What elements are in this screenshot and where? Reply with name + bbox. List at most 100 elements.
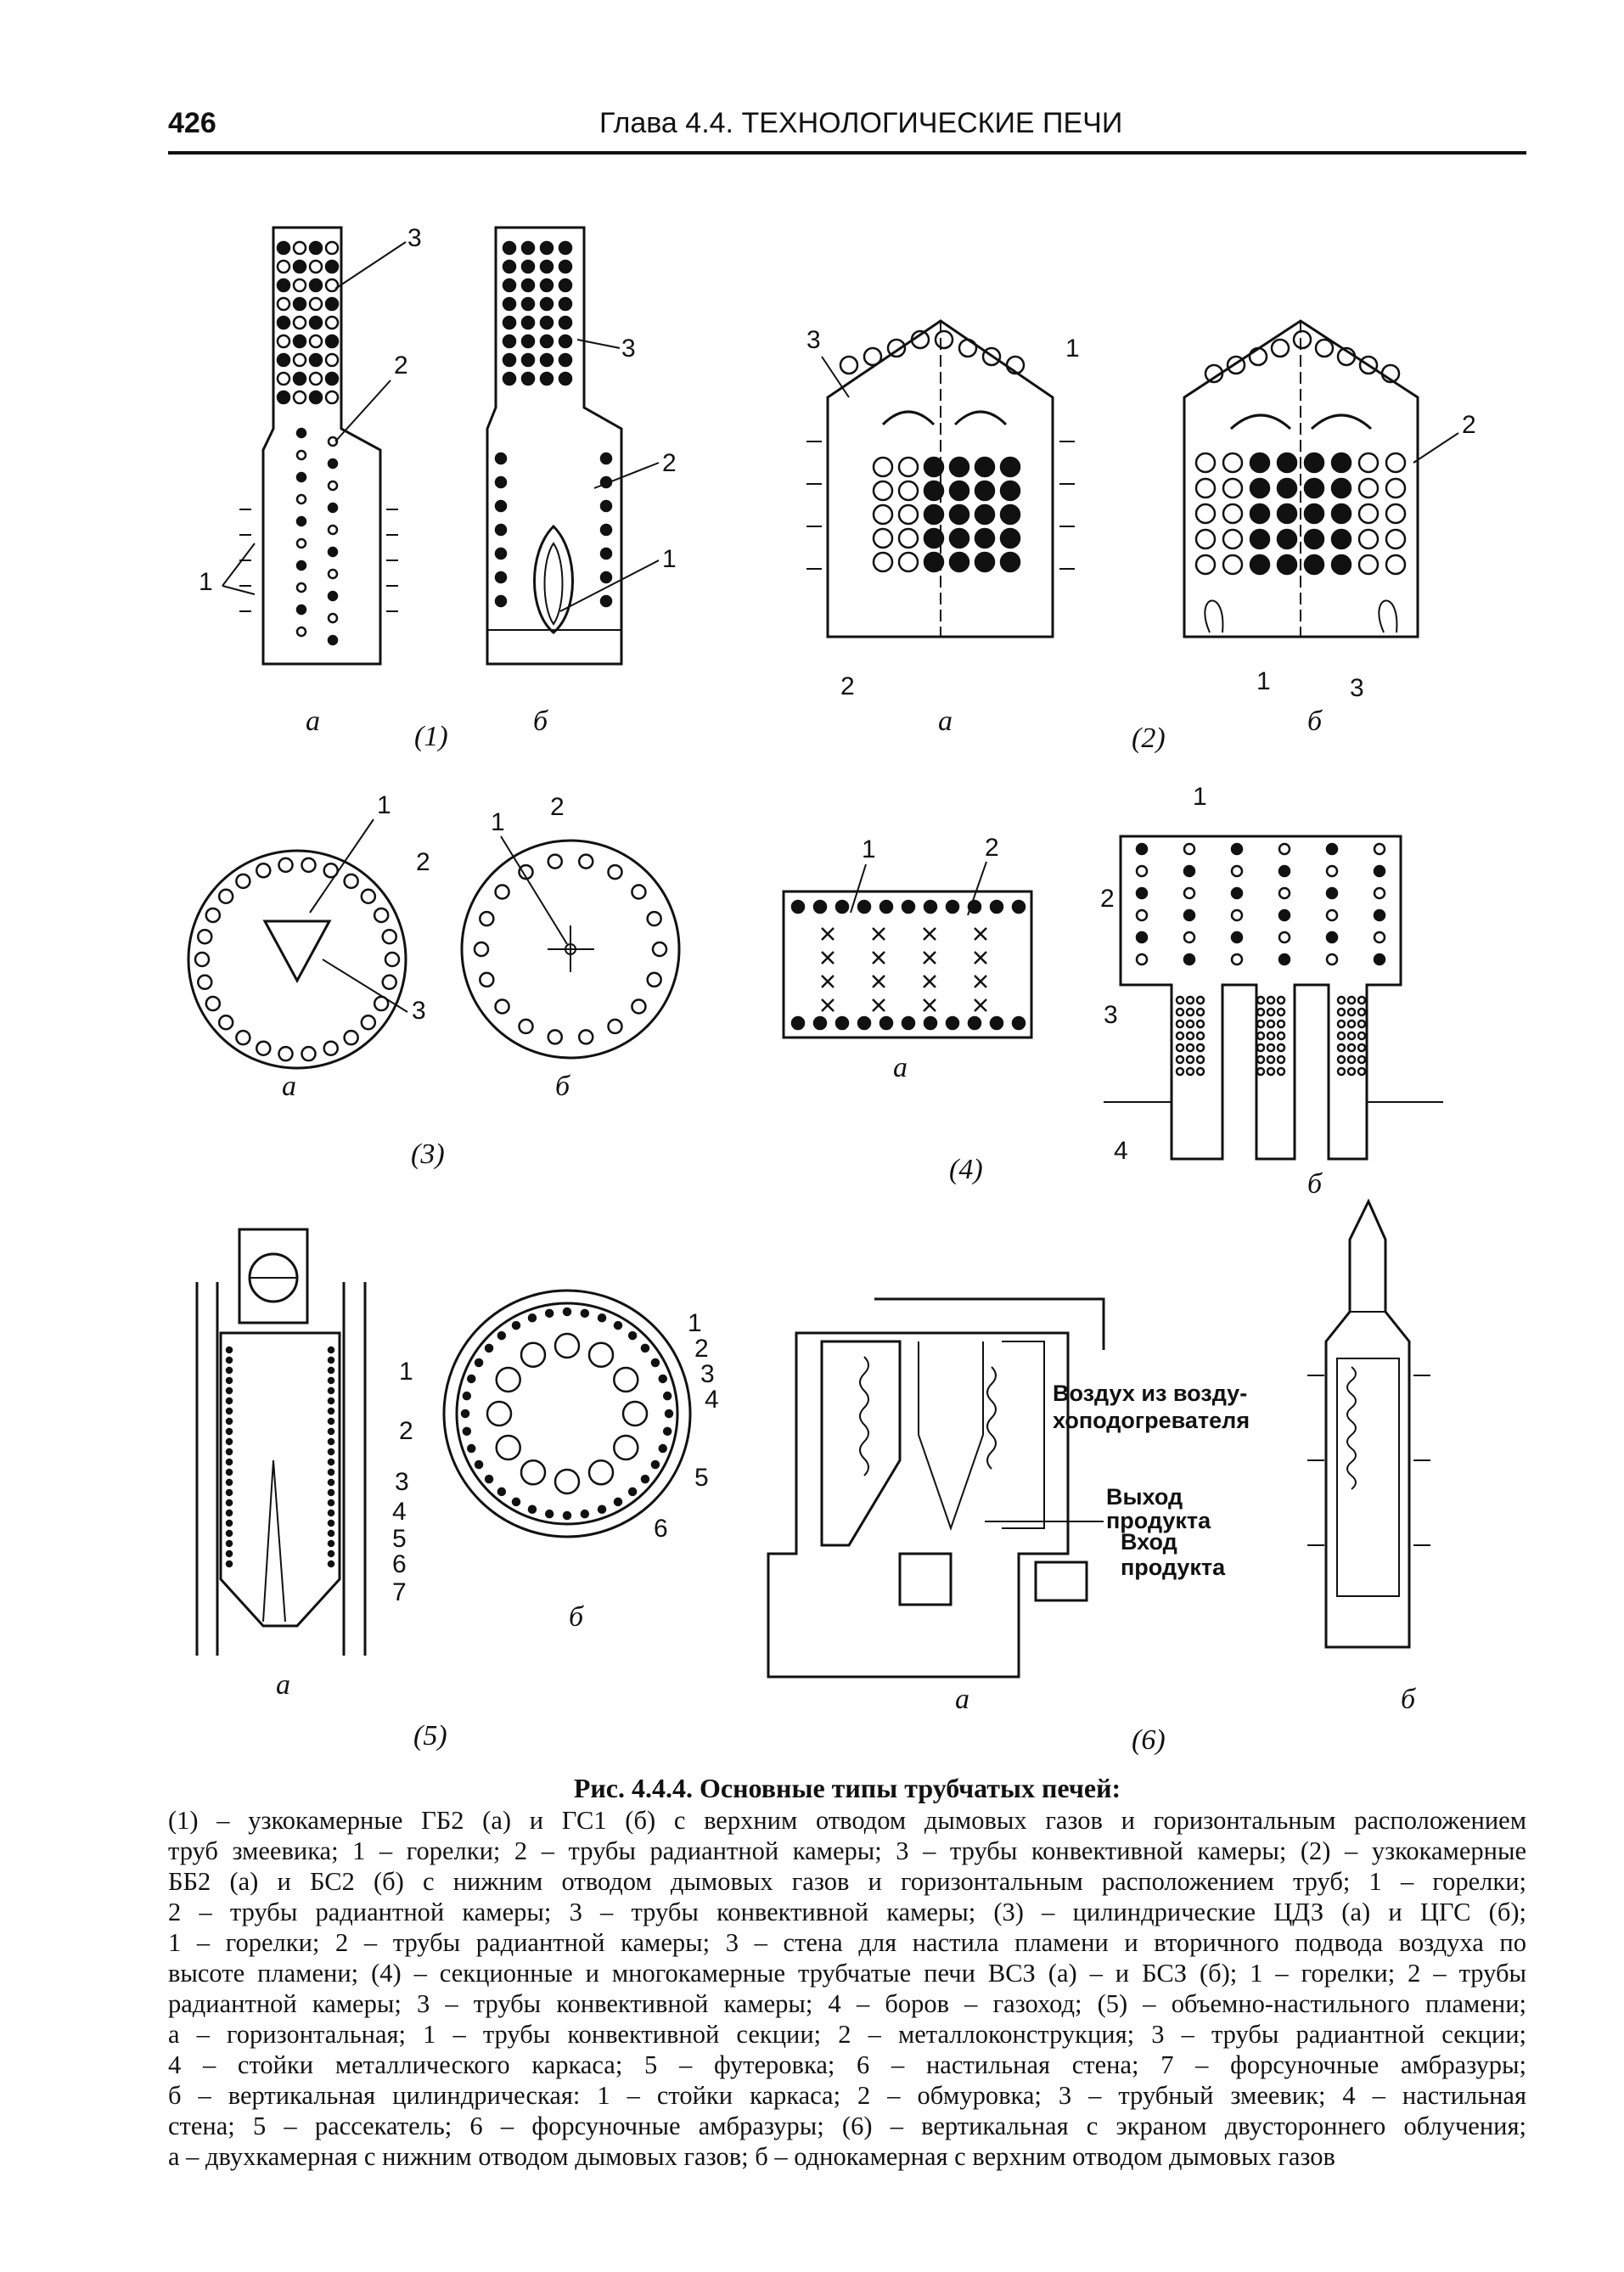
tube-mark: [1266, 995, 1276, 1005]
tube-mark: [1222, 554, 1244, 576]
tube-mark: [527, 1504, 537, 1515]
tube-mark: [554, 1332, 581, 1359]
tube-mark: [225, 1458, 233, 1466]
tube-mark: [225, 1488, 233, 1497]
tube-mark: [1336, 1054, 1346, 1065]
caption-line: а – двухкамерная с нижним отводом дымовы…: [168, 2142, 1335, 2171]
tube-mark: [599, 452, 613, 465]
tube-mark: [1357, 528, 1380, 550]
air-label-2: хоподогревателя: [1053, 1408, 1250, 1433]
tube-mark: [863, 346, 883, 367]
tube-mark: [1185, 1007, 1195, 1017]
tube-mark: [1194, 477, 1217, 499]
tube-mark: [613, 1320, 623, 1330]
tube-mark: [923, 503, 945, 526]
tube-mark: [1194, 452, 1217, 474]
tube-mark: [1135, 931, 1149, 944]
tube-mark: [1330, 554, 1352, 576]
tube-mark: [1183, 864, 1196, 878]
tube-mark: [1135, 842, 1149, 856]
tube-mark: [520, 352, 536, 368]
tube-mark: [1276, 1031, 1286, 1041]
tube-mark: [1380, 363, 1401, 384]
tube-mark: [494, 594, 508, 608]
callout-4-5b: 4: [705, 1386, 719, 1414]
tube-mark: [497, 1487, 507, 1497]
burner-mark: [974, 998, 987, 1012]
tube-mark: [1303, 503, 1325, 525]
tube-mark: [520, 334, 536, 349]
tube-mark: [327, 1448, 335, 1456]
tube-mark: [1336, 1043, 1346, 1053]
group-label-1: (1): [414, 721, 448, 752]
tube-mark: [1357, 1007, 1367, 1017]
callout-4-5a: 4: [392, 1498, 407, 1526]
tube-mark: [1292, 329, 1312, 350]
furnace-6a: Воздух из возду- хоподогревателя Выход п…: [767, 1297, 1250, 1715]
tube-mark: [544, 1509, 554, 1519]
sub-label-3b: б: [555, 1071, 571, 1102]
tube-mark: [276, 390, 291, 405]
tube-mark: [225, 1519, 233, 1527]
tube-mark: [324, 240, 340, 256]
tube-mark: [1357, 1043, 1367, 1053]
callout-1-4b: 1: [1193, 783, 1207, 811]
tube-mark: [1230, 908, 1244, 922]
tube-mark: [1175, 995, 1185, 1005]
tube-mark: [1135, 886, 1149, 900]
tube-mark: [1325, 931, 1339, 944]
furnace-4a: 1 2 а: [782, 834, 1033, 1083]
tube-mark: [1256, 1054, 1266, 1065]
callout-2-2b: 2: [1462, 411, 1476, 439]
tube-mark: [1276, 1007, 1286, 1017]
tube-mark: [1222, 503, 1244, 525]
tube-mark: [1276, 1054, 1286, 1065]
tube-mark: [384, 951, 401, 968]
tube-mark: [580, 1308, 590, 1319]
caption-line: труб змеевика; 1 – горелки; 2 – трубы ра…: [168, 1836, 1526, 1865]
tube-mark: [974, 503, 996, 526]
tube-mark: [650, 1358, 660, 1368]
tube-mark: [225, 1499, 233, 1507]
tube-mark: [373, 907, 390, 924]
tube-mark: [1195, 1007, 1205, 1017]
tube-mark: [292, 371, 307, 386]
tube-mark: [539, 334, 554, 349]
tube-mark: [1357, 1019, 1367, 1029]
tube-mark: [1195, 1054, 1205, 1065]
tube-mark: [1373, 886, 1386, 900]
tube-mark: [494, 523, 508, 537]
tube-mark: [323, 1040, 339, 1056]
tube-mark: [235, 1029, 251, 1046]
burner-mark: [923, 951, 936, 964]
tube-mark: [558, 278, 573, 293]
tube-mark: [494, 998, 510, 1015]
burner-mark: [872, 951, 885, 964]
tube-mark: [1276, 995, 1286, 1005]
tube-mark: [295, 560, 307, 571]
tube-mark: [327, 1468, 335, 1476]
tube-mark: [1175, 1007, 1185, 1017]
tube-mark: [276, 371, 291, 386]
tube-mark: [308, 296, 323, 312]
tube-mark: [278, 857, 294, 874]
tube-mark: [194, 951, 211, 968]
tube-mark: [923, 1015, 938, 1031]
tube-mark: [1194, 503, 1217, 525]
tube-mark: [1385, 528, 1407, 550]
tube-mark: [872, 527, 894, 549]
tube-mark: [327, 1427, 335, 1436]
tube-mark: [1256, 1007, 1266, 1017]
tube-mark: [1278, 864, 1291, 878]
tube-mark: [1230, 931, 1244, 944]
tube-mark: [1183, 931, 1196, 944]
tube-mark: [1222, 452, 1244, 474]
tube-mark: [295, 471, 307, 483]
tube-mark: [1011, 1015, 1026, 1031]
tube-mark: [1358, 355, 1379, 375]
tube-mark: [295, 493, 307, 505]
tube-mark: [1256, 1043, 1266, 1053]
tube-mark: [1256, 1066, 1266, 1077]
tube-mark: [879, 899, 894, 914]
tube-mark: [613, 1366, 639, 1393]
